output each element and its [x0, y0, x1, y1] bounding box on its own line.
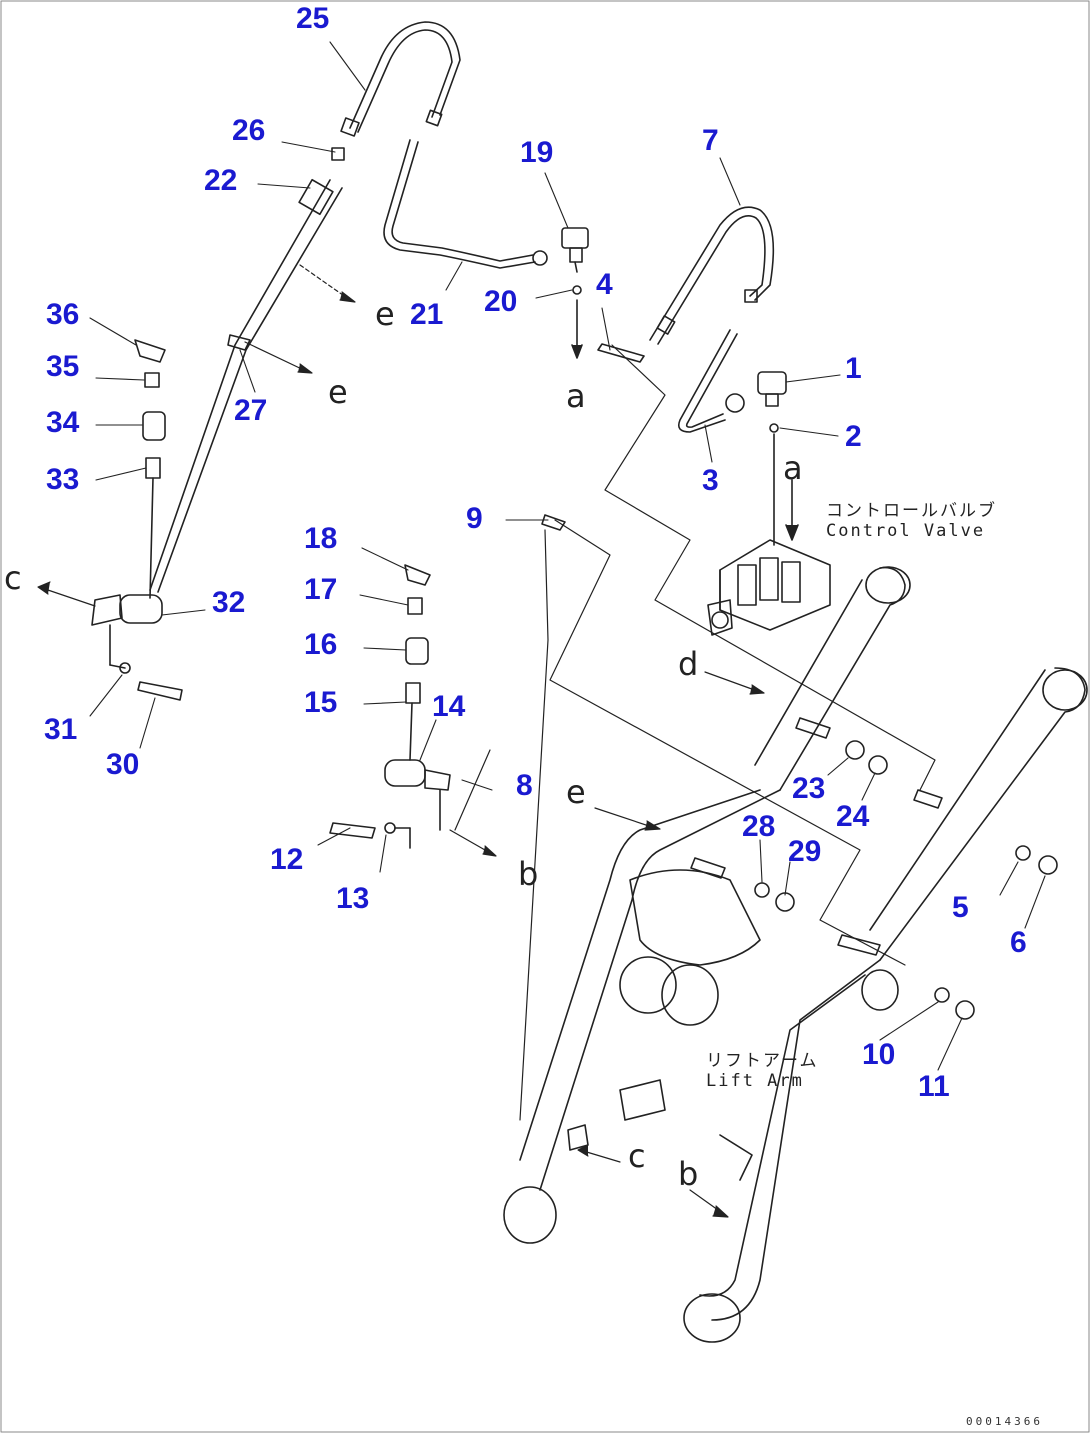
callout-5: 5	[952, 891, 969, 924]
sleeve-16	[405, 637, 429, 665]
swivel-32	[91, 594, 163, 669]
clamp-d	[795, 717, 831, 739]
callout-25: 25	[296, 2, 330, 35]
callout-3: 3	[702, 464, 719, 497]
callout-11: 11	[918, 1070, 950, 1103]
callout-10: 10	[862, 1038, 896, 1071]
nut-24	[868, 755, 888, 775]
nut-29	[775, 892, 795, 912]
clamp-9	[541, 514, 566, 531]
ref-letter-b-upper: b	[518, 855, 539, 893]
callout-12: 12	[270, 843, 304, 876]
clamp-10	[837, 934, 881, 956]
callout-27: 27	[234, 394, 268, 427]
washer-28	[754, 882, 770, 898]
elbow-19	[561, 227, 589, 273]
bolt-30	[137, 681, 183, 701]
ring-13	[384, 822, 396, 834]
ring-31	[119, 662, 131, 674]
clamp-27	[227, 334, 251, 351]
callout-22: 22	[204, 164, 238, 197]
callout-26: 26	[232, 114, 266, 147]
ref-letter-b-bottom: b	[678, 1155, 699, 1193]
lift-arm-assembly	[503, 566, 1088, 1343]
callout-17: 17	[304, 573, 338, 606]
tube-3	[677, 329, 745, 433]
nut-11	[955, 1000, 975, 1020]
lift-arm-label: リフトアーム Lift Arm	[706, 1051, 819, 1091]
hose-7	[649, 206, 775, 345]
nut-17	[407, 597, 423, 615]
swivel-14	[384, 759, 451, 831]
callout-31: 31	[44, 713, 78, 746]
callout-34: 34	[46, 406, 80, 439]
callout-15: 15	[304, 686, 338, 719]
ref-letter-a-left: a	[566, 377, 586, 415]
o-ring-2	[769, 423, 779, 433]
ref-letter-c-left: c	[4, 559, 22, 597]
callout-6: 6	[1010, 926, 1027, 959]
callout-29: 29	[788, 835, 822, 868]
leader-lines	[89, 41, 1046, 1071]
callout-36: 36	[46, 298, 80, 331]
sleeve-34	[142, 411, 166, 441]
callout-2: 2	[845, 420, 862, 453]
ref-letter-d: d	[678, 645, 699, 683]
ref-letter-a-right: a	[783, 449, 803, 487]
hose-22	[149, 147, 345, 593]
lift-arm-label-en: Lift Arm	[706, 1070, 804, 1091]
callout-28: 28	[742, 810, 776, 843]
tube-21	[383, 139, 548, 269]
callout-33: 33	[46, 463, 80, 496]
callout-20: 20	[484, 285, 518, 318]
callout-8: 8	[516, 769, 533, 802]
ref-letter-e-low: e	[566, 773, 586, 811]
callout-21: 21	[410, 298, 444, 331]
callout-19: 19	[520, 136, 554, 169]
callout-23: 23	[792, 772, 826, 805]
callout-16: 16	[304, 628, 338, 661]
connector-33	[145, 457, 161, 479]
ref-letter-c-bottom: c	[628, 1137, 646, 1175]
bolt-12	[329, 822, 376, 839]
control-valve-label-jp: コントロールバルブ	[826, 501, 997, 521]
callout-13: 13	[336, 882, 370, 915]
ref-letter-e-mid: e	[328, 373, 348, 411]
hose-25	[340, 21, 461, 137]
callout-1: 1	[845, 352, 862, 385]
callout-32: 32	[212, 586, 246, 619]
o-ring-20	[572, 285, 582, 295]
lift-arm-label-jp: リフトアーム	[706, 1051, 819, 1071]
drawing-number: 00014366	[966, 1415, 1043, 1428]
callout-24: 24	[836, 800, 870, 833]
callout-7: 7	[702, 124, 719, 157]
connector-15	[405, 682, 421, 704]
nut-35	[144, 372, 160, 388]
ref-arrows	[37, 264, 765, 1218]
control-valve-label-en: Control Valve	[826, 520, 986, 541]
callout-30: 30	[106, 748, 140, 781]
control-valve	[707, 479, 831, 636]
callout-18: 18	[304, 522, 338, 555]
cap-36	[134, 339, 166, 363]
washer-23	[845, 740, 865, 760]
pipe-routing	[454, 344, 936, 1121]
callout-14: 14	[432, 690, 466, 723]
washer-10	[934, 987, 950, 1003]
washer-5	[1015, 845, 1031, 861]
nut-6	[1038, 855, 1058, 875]
ref-letter-e-top: e	[375, 295, 395, 333]
cap-18	[404, 564, 431, 586]
callout-4: 4	[596, 268, 613, 301]
clamp-e	[690, 857, 726, 879]
control-valve-label: コントロールバルブ Control Valve	[826, 501, 997, 541]
callout-9: 9	[466, 502, 483, 535]
clamp-5	[913, 789, 943, 809]
elbow-1	[757, 371, 787, 407]
callout-35: 35	[46, 350, 80, 383]
